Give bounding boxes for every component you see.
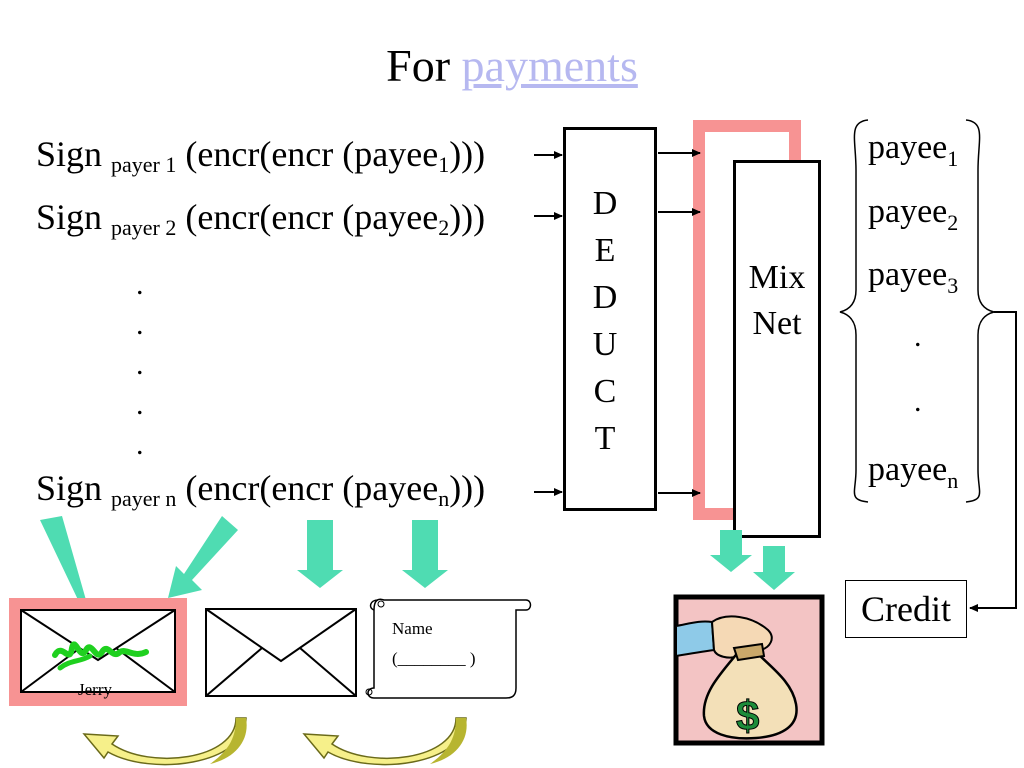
payee-index: 2 bbox=[438, 215, 450, 240]
payee-index: 1 bbox=[438, 152, 450, 177]
svg-text:$: $ bbox=[736, 692, 759, 739]
payee-item-n: payeen bbox=[868, 450, 958, 501]
payee-index: n bbox=[947, 468, 959, 493]
encr-text: (encr(encr (payee bbox=[185, 468, 439, 508]
mix-label-line2: Net bbox=[752, 305, 802, 342]
payer-label: payer 1 bbox=[111, 152, 177, 177]
envelope-icon bbox=[205, 608, 357, 697]
sign-word: Sign bbox=[36, 197, 103, 237]
sign-row-n: Sign payer n (encr(encr (payeen))) bbox=[36, 466, 485, 521]
mix-label-line1: Mix bbox=[748, 259, 806, 296]
payments-link[interactable]: payments bbox=[461, 40, 638, 91]
left-brace bbox=[839, 119, 869, 503]
payee-ellipsis-dot: . bbox=[914, 385, 922, 418]
payee-base: payee bbox=[868, 193, 948, 230]
payee-base: payee bbox=[868, 256, 948, 293]
teal-arrow bbox=[168, 516, 238, 598]
scroll-name-label: Name bbox=[392, 619, 433, 638]
encr-text: (encr(encr (payee bbox=[185, 197, 439, 237]
deduct-letter: T bbox=[594, 420, 616, 457]
teal-arrow bbox=[402, 520, 448, 588]
encr-text: (encr(encr (payee bbox=[185, 134, 439, 174]
payer-label: payer 2 bbox=[111, 215, 177, 240]
payee-index: n bbox=[438, 486, 450, 511]
payee-index: 1 bbox=[947, 146, 959, 171]
credit-box: Credit bbox=[845, 580, 967, 638]
payee-item-1: payee1 bbox=[868, 128, 958, 179]
payee-base: payee bbox=[868, 451, 948, 488]
teal-arrow bbox=[753, 546, 795, 590]
deduct-letter: C bbox=[593, 373, 617, 410]
right-brace bbox=[965, 119, 995, 503]
mix-net-label: Mix Net bbox=[733, 255, 821, 347]
payee-item-3: payee3 bbox=[868, 255, 958, 306]
teal-arrow bbox=[40, 516, 98, 630]
deduct-letter: E bbox=[594, 232, 616, 269]
curved-arrow-icon bbox=[82, 717, 247, 766]
close-parens: ))) bbox=[449, 134, 486, 174]
deduct-box bbox=[563, 127, 657, 511]
close-parens: ))) bbox=[449, 468, 486, 508]
deduct-letter: U bbox=[592, 326, 618, 363]
ellipsis-dot: . bbox=[136, 268, 144, 301]
payee-index: 3 bbox=[947, 273, 959, 298]
money-bag-icon: $ bbox=[673, 594, 825, 746]
page-title: For payments bbox=[0, 38, 1024, 94]
sign-row-2: Sign payer 2 (encr(encr (payee2))) bbox=[36, 195, 485, 250]
sign-word: Sign bbox=[36, 468, 103, 508]
deduct-label: D E D U C T bbox=[563, 180, 647, 462]
payee-base: payee bbox=[868, 129, 948, 166]
deduct-letter: D bbox=[592, 185, 618, 222]
teal-arrows bbox=[40, 516, 795, 630]
ellipsis-dot: . bbox=[136, 428, 144, 461]
sign-row-1: Sign payer 1 (encr(encr (payee1))) bbox=[36, 132, 485, 187]
arrow-to-credit bbox=[969, 311, 1017, 612]
close-parens: ))) bbox=[449, 197, 486, 237]
ellipsis-dot: . bbox=[136, 348, 144, 381]
ellipsis-dot: . bbox=[136, 308, 144, 341]
ellipsis-dot: . bbox=[136, 388, 144, 421]
payee-ellipsis-dot: . bbox=[914, 320, 922, 353]
curved-arrow-icon bbox=[302, 717, 467, 766]
payer-label: payer n bbox=[111, 486, 177, 511]
mix-net-box bbox=[733, 160, 821, 538]
envelope-signature-text: Jerry bbox=[78, 680, 112, 699]
teal-arrow bbox=[297, 520, 343, 588]
sign-word: Sign bbox=[36, 134, 103, 174]
title-prefix: For bbox=[386, 40, 451, 91]
payee-index: 2 bbox=[947, 210, 959, 235]
scroll-name-blank: (________ ) bbox=[392, 649, 476, 668]
deduct-letter: D bbox=[592, 279, 618, 316]
payee-item-2: payee2 bbox=[868, 192, 958, 243]
